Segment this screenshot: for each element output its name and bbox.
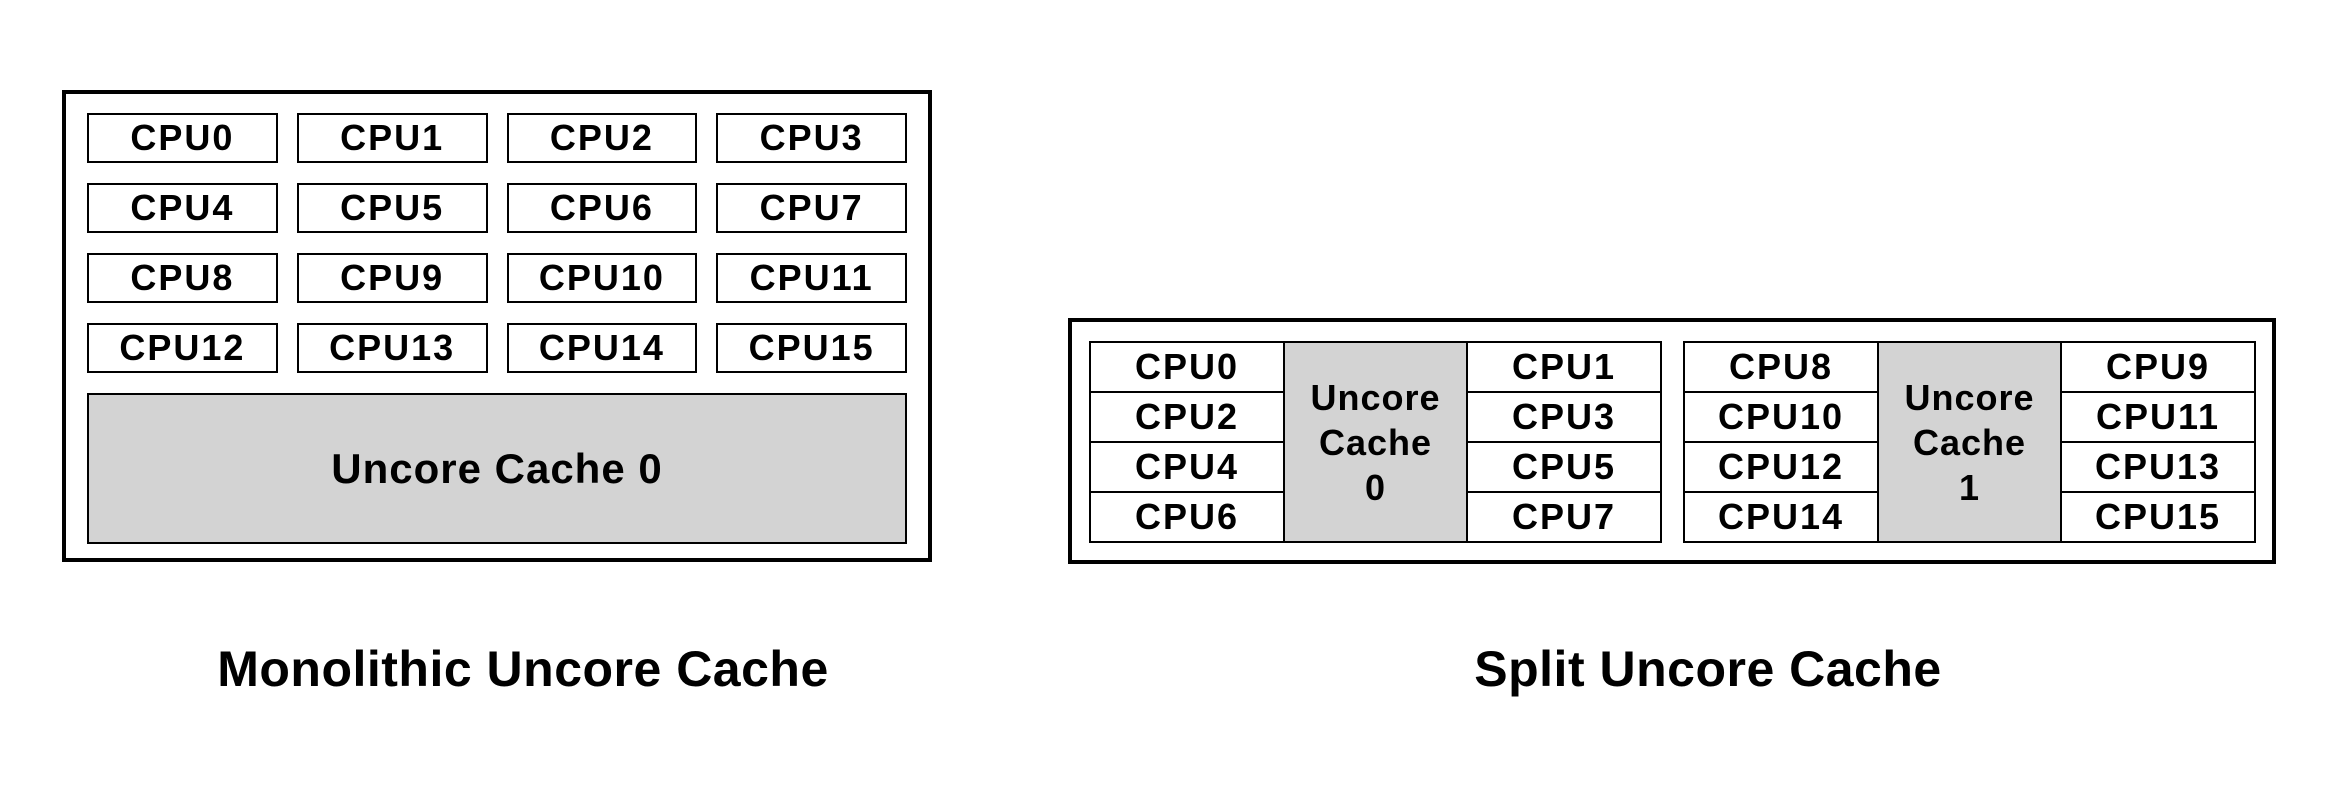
uncore-cache-box-label: Uncore Cache 1 (1904, 376, 2035, 508)
cpu-label: CPU10 (1717, 396, 1845, 437)
cpu-label: CPU5 (340, 187, 445, 228)
cpu-cell: CPU7 (1466, 491, 1662, 543)
cluster1-right-cpu-column: CPU9 CPU11 CPU13 CPU15 (2060, 341, 2256, 543)
cpu-cell: CPU14 (1683, 491, 1879, 543)
cpu-box: CPU9 (296, 253, 488, 303)
cpu-label: CPU9 (2105, 346, 2211, 387)
cpu-label: CPU2 (549, 117, 654, 158)
cpu-box: CPU11 (716, 253, 907, 303)
cpu-label: CPU0 (130, 117, 235, 158)
cpu-label: CPU1 (340, 117, 445, 158)
cpu-label: CPU14 (1717, 496, 1845, 537)
cpu-box: CPU2 (506, 113, 698, 163)
cpu-box: CPU0 (87, 113, 278, 163)
cpu-label: CPU6 (1134, 496, 1240, 537)
cpu-box: CPU5 (296, 183, 488, 233)
cpu-cell: CPU15 (2060, 491, 2256, 543)
figure-caption-split: Split Uncore Cache (1474, 641, 1942, 697)
cpu-label: CPU15 (2094, 496, 2222, 537)
split-diagram: CPU0 CPU2 CPU4 CPU6 Uncore Cache 0 (1068, 318, 2276, 564)
cpu-label: CPU14 (538, 327, 665, 368)
cpu-label: CPU13 (2094, 446, 2222, 487)
cpu-label: CPU10 (538, 257, 665, 298)
cpu-cell: CPU0 (1089, 341, 1285, 393)
cpu-cluster-1: CPU8 CPU10 CPU12 CPU14 Uncore Cache (1683, 341, 2256, 543)
cpu-label: CPU1 (1511, 346, 1617, 387)
cpu-box: CPU3 (716, 113, 907, 163)
uncore-cache-bar: Uncore Cache 0 (87, 393, 907, 544)
monolithic-diagram: CPU0 CPU1 CPU2 CPU3 CPU4 (62, 90, 932, 562)
cpu-label: CPU5 (1511, 446, 1617, 487)
cpu-box: CPU15 (716, 323, 907, 373)
uncore-cache-bar-label: Uncore Cache 0 (331, 444, 663, 492)
cpu-cell: CPU5 (1466, 441, 1662, 493)
cpu-label: CPU4 (130, 187, 235, 228)
cpu-box: CPU12 (87, 323, 278, 373)
cpu-cell: CPU8 (1683, 341, 1879, 393)
cpu-cell: CPU4 (1089, 441, 1285, 493)
cpu-box: CPU7 (716, 183, 907, 233)
cpu-label: CPU7 (1511, 496, 1617, 537)
cpu-label: CPU9 (340, 257, 445, 298)
cpu-label: CPU4 (1134, 446, 1240, 487)
cpu-label: CPU3 (759, 117, 864, 158)
cpu-box: CPU14 (506, 323, 698, 373)
cpu-label: CPU2 (1134, 396, 1240, 437)
cpu-box: CPU13 (296, 323, 488, 373)
cpu-label: CPU7 (759, 187, 864, 228)
cpu-label: CPU12 (1717, 446, 1845, 487)
cpu-box: CPU1 (296, 113, 488, 163)
cpu-cell: CPU13 (2060, 441, 2256, 493)
cpu-label: CPU11 (749, 257, 874, 298)
figure-caption-monolithic: Monolithic Uncore Cache (217, 641, 829, 697)
cpu-label: CPU3 (1511, 396, 1617, 437)
cpu-cell: CPU6 (1089, 491, 1285, 543)
cluster1-left-cpu-column: CPU8 CPU10 CPU12 CPU14 (1683, 341, 1879, 543)
uncore-cache-box-label: Uncore Cache 0 (1310, 376, 1441, 508)
cpu-cell: CPU2 (1089, 391, 1285, 443)
cpu-label: CPU0 (1134, 346, 1240, 387)
uncore-cache-box-1: Uncore Cache 1 (1877, 341, 2062, 543)
cpu-cell: CPU9 (2060, 341, 2256, 393)
cpu-grid: CPU0 CPU1 CPU2 CPU3 CPU4 (87, 113, 907, 373)
cluster0-left-cpu-column: CPU0 CPU2 CPU4 CPU6 (1089, 341, 1285, 543)
uncore-cache-box-0: Uncore Cache 0 (1283, 341, 1468, 543)
cpu-cell: CPU1 (1466, 341, 1662, 393)
cpu-label: CPU12 (119, 327, 246, 368)
cpu-label: CPU13 (329, 327, 456, 368)
cpu-box: CPU4 (87, 183, 278, 233)
cpu-box: CPU6 (506, 183, 698, 233)
cpu-label: CPU6 (549, 187, 654, 228)
cpu-cell: CPU3 (1466, 391, 1662, 443)
cpu-cell: CPU12 (1683, 441, 1879, 493)
cpu-box: CPU8 (87, 253, 278, 303)
cpu-cell: CPU11 (2060, 391, 2256, 443)
cpu-label: CPU15 (748, 327, 875, 368)
cpu-cell: CPU10 (1683, 391, 1879, 443)
cpu-cluster-0: CPU0 CPU2 CPU4 CPU6 Uncore Cache 0 (1089, 341, 1662, 543)
cpu-box: CPU10 (506, 253, 698, 303)
cpu-label: CPU11 (2095, 396, 2221, 437)
cpu-label: CPU8 (130, 257, 235, 298)
cluster0-right-cpu-column: CPU1 CPU3 CPU5 CPU7 (1466, 341, 1662, 543)
cpu-label: CPU8 (1728, 346, 1834, 387)
